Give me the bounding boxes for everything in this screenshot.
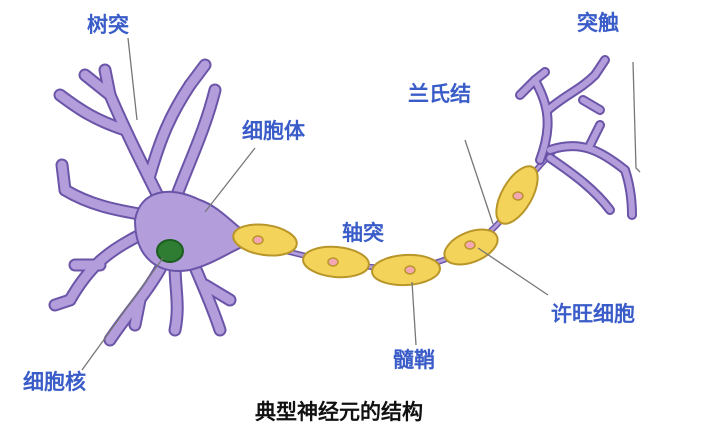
diagram-caption: 典型神经元的结构 bbox=[255, 400, 423, 424]
cell-body bbox=[133, 190, 241, 272]
axon-terminals bbox=[515, 55, 637, 220]
leader-nucleus bbox=[81, 257, 164, 371]
nucleus bbox=[156, 239, 184, 263]
leader-lines bbox=[81, 37, 641, 371]
label-myelin-sheath: 髓鞘 bbox=[393, 348, 435, 372]
leader-dendrite bbox=[127, 37, 138, 121]
schwann-nuclei bbox=[252, 191, 524, 275]
label-schwann-cell: 许旺细胞 bbox=[551, 302, 635, 326]
label-nucleus: 细胞核 bbox=[23, 370, 86, 394]
leader-cell-body bbox=[204, 147, 256, 213]
dendrites bbox=[48, 58, 237, 347]
label-dendrite: 树突 bbox=[87, 13, 129, 37]
leader-myelin bbox=[411, 281, 417, 346]
leader-node bbox=[464, 139, 494, 225]
leader-terminal bbox=[632, 61, 641, 173]
label-axon: 轴突 bbox=[342, 221, 384, 245]
label-cell-body: 细胞体 bbox=[242, 119, 305, 143]
myelin-segment bbox=[232, 223, 298, 257]
leader-schwann bbox=[477, 247, 549, 296]
label-node-of-ranvier: 兰氏结 bbox=[408, 82, 471, 106]
label-axon-terminal: 突触 bbox=[577, 11, 619, 35]
